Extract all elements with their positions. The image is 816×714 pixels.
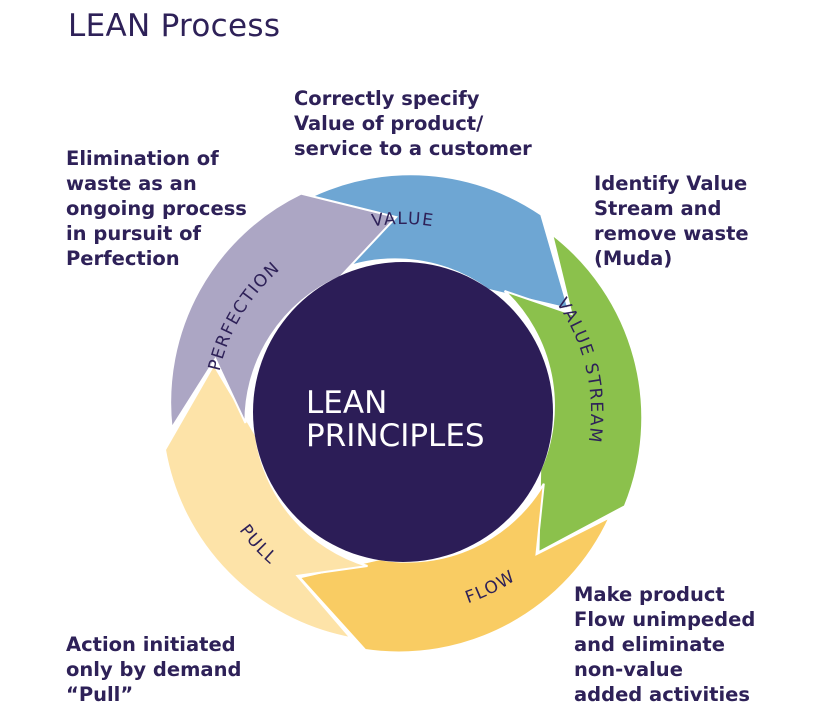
flow-description-line: added activities <box>574 683 751 706</box>
center-label-line-1: LEAN <box>306 385 387 421</box>
perfection-description-line: waste as an <box>66 172 197 195</box>
perfection-description-line: ongoing process <box>66 197 247 220</box>
center-circle <box>253 262 553 562</box>
pull-description-line: only by demand <box>66 658 242 681</box>
perfection-description-line: in pursuit of <box>66 222 201 245</box>
value-description-line: Correctly specify <box>294 87 480 110</box>
cycle-arrows <box>163 173 644 654</box>
flow-description-line: Make product <box>574 583 725 606</box>
pull-arrow <box>163 362 368 640</box>
value-stream-description-line: Identify Value <box>594 172 748 195</box>
flow-arrow <box>297 483 612 654</box>
flow-description: Make product Flow unimpeded and eliminat… <box>574 582 755 707</box>
center-label-line-2: PRINCIPLES <box>306 418 485 454</box>
page-title: LEAN Process <box>68 8 281 44</box>
pull-description-line: Action initiated <box>66 633 236 656</box>
perfection-description-line: Elimination of <box>66 147 219 170</box>
value-stream-description-line: remove waste <box>594 222 749 245</box>
flow-description-line: and eliminate <box>574 633 725 656</box>
flow-description-line: Flow unimpeded <box>574 608 756 631</box>
perfection-description: Elimination of waste as an ongoing proce… <box>66 146 247 271</box>
perfection-description-line: Perfection <box>66 247 180 270</box>
value-description-line: service to a customer <box>294 137 532 160</box>
value-stream-description-line: (Muda) <box>594 247 673 270</box>
value-stream-description: Identify Value Stream and remove waste (… <box>594 171 749 271</box>
value-stream-description-line: Stream and <box>594 197 722 220</box>
value-description: Correctly specify Value of product/ serv… <box>294 86 532 161</box>
pull-description: Action initiated only by demand “Pull” <box>66 632 241 707</box>
perfection-arrow <box>169 192 399 432</box>
pull-description-line: “Pull” <box>66 683 134 706</box>
value-stream-arrow <box>503 231 644 554</box>
flow-description-line: non-value <box>574 658 683 681</box>
value-description-line: Value of product/ <box>294 112 484 135</box>
value-label: VALUE <box>370 209 435 231</box>
